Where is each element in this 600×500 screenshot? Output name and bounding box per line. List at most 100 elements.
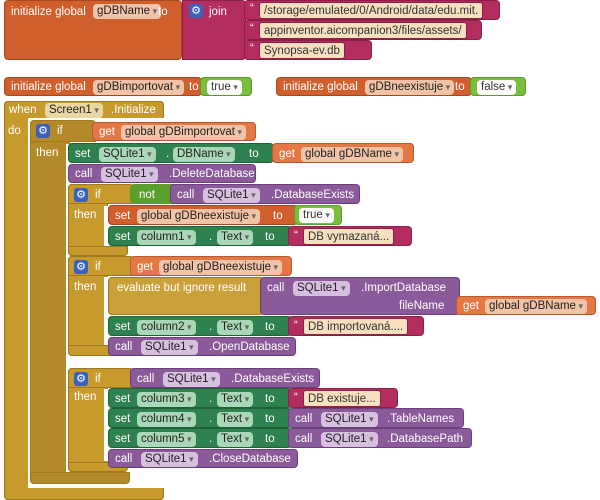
call-label: call [267, 282, 285, 294]
global-gdbneexistuje-field[interactable]: global gDBneexistuje [159, 260, 283, 275]
to-label: to [249, 148, 259, 160]
if-label: if [57, 125, 63, 137]
evaluate-ignore-block[interactable]: evaluate but ignore result [108, 277, 264, 315]
call-database-exists-block[interactable]: call SQLite1 .DatabaseExists [170, 184, 360, 204]
event-block-header: when Screen1 .Initialize [4, 101, 164, 118]
call-table-names-block[interactable]: call SQLite1 .TableNames [288, 408, 464, 428]
call-close-database-block[interactable]: call SQLite1 .CloseDatabase [108, 449, 298, 468]
to-label: to [265, 413, 275, 425]
sqlite1-component-field[interactable]: SQLite1 [293, 281, 350, 296]
string-existuje-block[interactable]: “ DB existuje... [288, 388, 398, 408]
if-outer-footer [30, 472, 130, 484]
set-column1-text-block[interactable]: set column1 . Text to [108, 226, 292, 246]
string-importovana[interactable]: DB importovaná.... [303, 318, 409, 335]
join-block[interactable]: ⚙ join [182, 0, 246, 60]
call-delete-database-block[interactable]: call SQLite1 .DeleteDatabase [68, 164, 256, 183]
column5-component-field[interactable]: column5 [137, 432, 196, 447]
dot-label: . [209, 413, 213, 425]
sqlite1-component-field[interactable]: SQLite1 [321, 412, 378, 427]
column3-component-field[interactable]: column3 [137, 392, 196, 407]
close-database-method: .CloseDatabase [209, 453, 291, 465]
database-exists-method: .DatabaseExists [231, 373, 315, 385]
sqlite1-component-field[interactable]: SQLite1 [163, 372, 220, 387]
evaluate-label: evaluate but ignore result [117, 282, 247, 294]
event-block-spine: do [4, 101, 28, 500]
if-mutator-gear-icon[interactable]: ⚙ [74, 188, 88, 202]
text-property-field[interactable]: Text [217, 392, 254, 407]
screen1-component-field[interactable]: Screen1 [45, 103, 103, 118]
to-label: to [265, 231, 275, 243]
set-column5-text-block[interactable]: set column5 . Text to [108, 428, 292, 448]
sqlite1-component-field[interactable]: SQLite1 [141, 340, 198, 355]
gdbneexistuje-var-field[interactable]: gDBneexistuje [365, 80, 455, 95]
text-property-field[interactable]: Text [217, 432, 254, 447]
mutator-gear-icon[interactable]: ⚙ [189, 4, 203, 18]
string-existuje[interactable]: DB existuje... [303, 390, 381, 407]
path-string-3[interactable]: Synopsa-ev.db [259, 42, 345, 59]
path-string-2[interactable]: appinventor.aicompanion3/files/assets/ [259, 22, 467, 39]
column1-component-field[interactable]: column1 [137, 230, 196, 245]
set-sqlite-dbname-block[interactable]: set SQLite1 . DBName to [68, 143, 274, 163]
dbname-property-field[interactable]: DBName [173, 147, 235, 162]
set-column3-text-block[interactable]: set column3 . Text to [108, 388, 292, 408]
call-import-database-block[interactable]: call SQLite1 .ImportDatabase fileName [260, 277, 460, 315]
init-global-gdbname-block[interactable]: initialize global gDBName to [4, 0, 182, 60]
if-neexistuje-header: ⚙ if [68, 256, 134, 276]
sqlite1-component-field[interactable]: SQLite1 [141, 452, 198, 467]
global-gdbneexistuje-field[interactable]: global gDBneexistuje [137, 209, 261, 224]
get-gdbname-block[interactable]: get global gDBName [272, 143, 414, 163]
false-value-block[interactable]: false [470, 77, 526, 96]
call-open-database-block[interactable]: call SQLite1 .OpenDatabase [108, 337, 296, 356]
initialize-event-label: .Initialize [111, 104, 156, 116]
string-vymazana[interactable]: DB vymazaná... [303, 228, 395, 245]
delete-database-method: .DeleteDatabase [169, 168, 255, 180]
path-string-2-block[interactable]: “ appinventor.aicompanion3/files/assets/ [244, 20, 482, 40]
set-gdbneexistuje-block[interactable]: set global gDBneexistuje to [108, 205, 298, 225]
string-vymazana-block[interactable]: “ DB vymazaná... [288, 226, 412, 246]
get-label: get [137, 261, 153, 273]
if-mutator-gear-icon[interactable]: ⚙ [36, 124, 50, 138]
quote-open: “ [250, 3, 254, 15]
if-mutator-gear-icon[interactable]: ⚙ [74, 260, 88, 274]
path-string-1-block[interactable]: “ /storage/emulated/0/Android/data/edu.m… [244, 0, 500, 20]
global-gdbname-field[interactable]: global gDBName [301, 147, 403, 162]
get-gdbname-block[interactable]: get global gDBName [456, 296, 596, 315]
true-value-field[interactable]: true [299, 208, 334, 223]
sqlite1-component-field[interactable]: SQLite1 [203, 188, 260, 203]
text-property-field[interactable]: Text [217, 230, 254, 245]
column2-component-field[interactable]: column2 [137, 320, 196, 335]
call-database-exists-block[interactable]: call SQLite1 .DatabaseExists [130, 368, 320, 388]
get-gdbneexistuje-block[interactable]: get global gDBneexistuje [130, 256, 292, 276]
call-label: call [295, 433, 313, 445]
path-string-1[interactable]: /storage/emulated/0/Android/data/edu.mit… [259, 2, 484, 19]
false-value-field[interactable]: false [477, 80, 517, 95]
dot-label: . [166, 148, 170, 160]
set-label: set [115, 393, 131, 405]
to-label: to [265, 433, 275, 445]
init-global-gdbneexistuje-block[interactable]: initialize global gDBneexistuje to [276, 77, 472, 96]
text-property-field[interactable]: Text [217, 412, 254, 427]
if-mutator-gear-icon[interactable]: ⚙ [74, 372, 88, 386]
not-block[interactable]: not [130, 184, 178, 204]
string-importovana-block[interactable]: “ DB importovaná.... [288, 316, 424, 336]
true-value-block[interactable]: true [294, 205, 342, 225]
true-value-block[interactable]: true [200, 77, 252, 96]
init-global-gdbimportovat-block[interactable]: initialize global gDBimportovat to [4, 77, 202, 96]
text-property-field[interactable]: Text [217, 320, 254, 335]
get-gdbimportovat-block[interactable]: get global gDBimportovat [92, 122, 256, 141]
gdbimportovat-var-field[interactable]: gDBimportovat [93, 80, 185, 95]
set-column4-text-block[interactable]: set column4 . Text to [108, 408, 292, 428]
quote-open: “ [294, 230, 298, 242]
set-column2-text-block[interactable]: set column2 . Text to [108, 316, 292, 336]
true-value-field[interactable]: true [207, 80, 242, 95]
sqlite1-component-field[interactable]: SQLite1 [99, 147, 156, 162]
column4-component-field[interactable]: column4 [137, 412, 196, 427]
if-block-outer[interactable] [30, 120, 70, 484]
sqlite1-component-field[interactable]: SQLite1 [321, 432, 378, 447]
call-database-path-block[interactable]: call SQLite1 .DatabasePath [288, 428, 472, 448]
global-gdbname-field[interactable]: global gDBName [485, 299, 587, 314]
global-gdbimportovat-field[interactable]: global gDBimportovat [121, 125, 246, 140]
gdbname-var-field[interactable]: gDBName [93, 4, 162, 19]
path-string-3-block[interactable]: “ Synopsa-ev.db [244, 40, 372, 60]
sqlite1-component-field[interactable]: SQLite1 [101, 167, 158, 182]
